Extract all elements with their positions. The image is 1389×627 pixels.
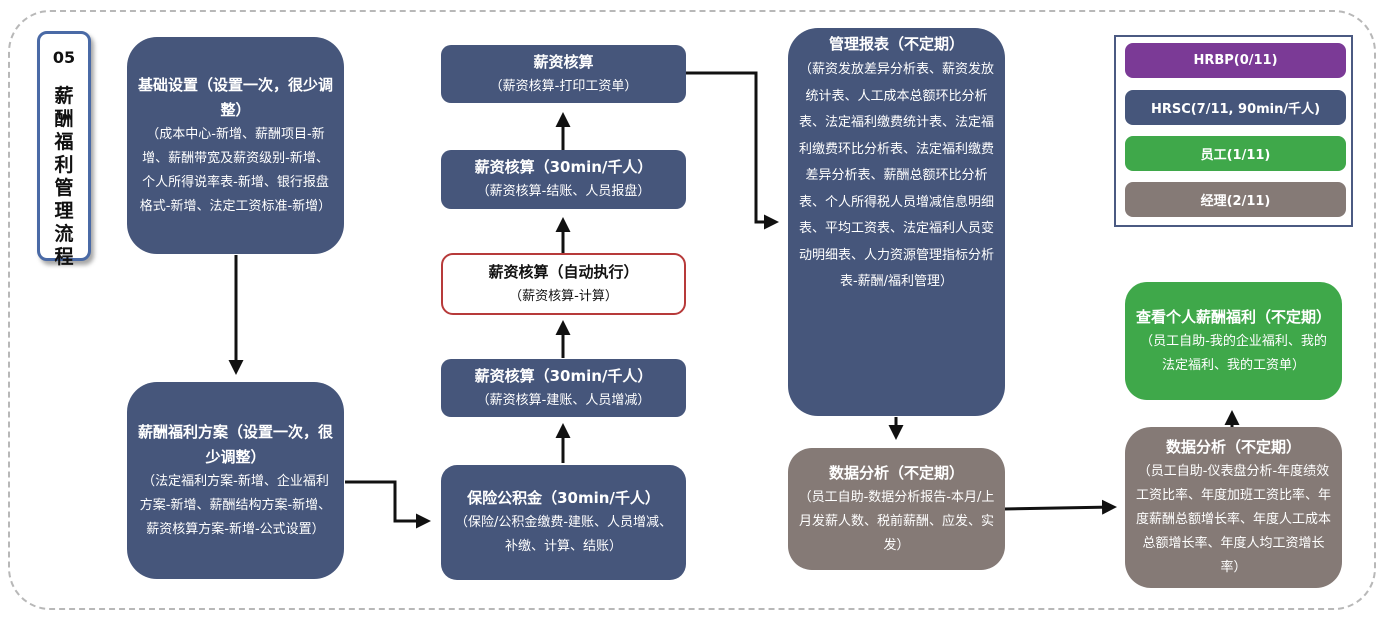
node-comp-plan-title: 薪酬福利方案（设置一次，很少调整） (137, 422, 333, 466)
node-view-personal-comp: 查看个人薪酬福利（不定期） （员工自助-我的企业福利、我的法定福利、我的工资单） (1125, 282, 1342, 400)
node-payroll-auto-desc: （薪资核算-计算） (509, 288, 618, 304)
node-insurance-title: 保险公积金（30min/千人） (467, 489, 660, 507)
node-basic-settings: 基础设置（设置一次，很少调整） （成本中心-新增、薪酬项目-新增、薪酬带宽及薪资… (127, 37, 344, 254)
node-data-analysis-employee-desc: （员工自助-仪表盘分析-年度绩效工资比率、年度加班工资比率、年度薪酬总额增长率、… (1135, 464, 1331, 575)
node-basic-settings-title: 基础设置（设置一次，很少调整） (137, 75, 333, 119)
node-mgmt-reports-title: 管理报表（不定期） (828, 35, 964, 53)
node-data-analysis-manager-title: 数据分析（不定期） (828, 463, 964, 482)
arrow-plan-to-insurance (345, 480, 431, 529)
node-mgmt-reports-desc: （薪资发放差异分析表、薪资发放统计表、人工成本总额环比分析表、法定福利缴费统计表… (798, 62, 994, 289)
node-comp-plan: 薪酬福利方案（设置一次，很少调整） （法定福利方案-新增、企业福利方案-新增、薪… (127, 382, 344, 579)
node-data-analysis-manager: 数据分析（不定期） （员工自助-数据分析报告-本月/上月发薪人数、税前薪酬、应发… (788, 448, 1005, 570)
section-title-box: 05 薪酬福利管理流程 (37, 31, 91, 268)
node-payroll-close-title: 薪资核算（30min/千人） (474, 158, 653, 176)
node-data-analysis-employee-title: 数据分析（不定期） (1165, 438, 1301, 456)
arrow-analysis-to-employee-analysis (1003, 499, 1117, 515)
section-number: 05 (52, 48, 76, 67)
node-payroll-print: 薪资核算 （薪资核算-打印工资单） (441, 45, 686, 103)
section-title: 薪酬福利管理流程 (54, 85, 74, 268)
legend-item-manager: 经理(2/11) (1125, 182, 1346, 217)
node-payroll-close: 薪资核算（30min/千人） （薪资核算-结账、人员报盘） (441, 150, 686, 209)
node-insurance-desc: （保险/公积金缴费-建账、人员增减、补缴、计算、结账） (454, 515, 673, 554)
node-payroll-setup: 薪资核算（30min/千人） （薪资核算-建账、人员增减） (441, 359, 686, 417)
node-view-personal-comp-desc: （员工自助-我的企业福利、我的法定福利、我的工资单） (1140, 333, 1327, 373)
node-payroll-auto-title: 薪资核算（自动执行） (488, 262, 639, 281)
node-basic-settings-desc: （成本中心-新增、薪酬项目-新增、薪酬带宽及薪资级别-新增、个人所得说率表-新增… (139, 126, 332, 214)
node-payroll-print-desc: （薪资核算-打印工资单） (489, 78, 638, 94)
node-mgmt-reports: 管理报表（不定期） （薪资发放差异分析表、薪资发放统计表、人工成本总额环比分析表… (788, 28, 1005, 416)
node-payroll-print-title: 薪资核算 (533, 52, 594, 71)
node-payroll-close-desc: （薪资核算-结账、人员报盘） (476, 184, 651, 199)
legend-item-hrbp: HRBP(0/11) (1125, 43, 1346, 78)
node-insurance: 保险公积金（30min/千人） （保险/公积金缴费-建账、人员增减、补缴、计算、… (441, 465, 686, 580)
diagram-frame (8, 10, 1376, 610)
node-view-personal-comp-title: 查看个人薪酬福利（不定期） (1135, 307, 1331, 326)
node-data-analysis-employee: 数据分析（不定期） （员工自助-仪表盘分析-年度绩效工资比率、年度加班工资比率、… (1125, 427, 1342, 588)
node-comp-plan-desc: （法定福利方案-新增、企业福利方案-新增、薪酬结构方案-新增、薪资核算方案-新增… (139, 473, 332, 537)
legend-item-employee: 员工(1/11) (1125, 136, 1346, 171)
node-data-analysis-manager-desc: （员工自助-数据分析报告-本月/上月发薪人数、税前薪酬、应发、实发） (798, 489, 995, 553)
node-payroll-setup-title: 薪资核算（30min/千人） (474, 366, 653, 385)
arrow-print-to-reports (686, 71, 779, 230)
legend-item-hrsc: HRSC(7/11, 90min/千人) (1125, 90, 1346, 125)
role-legend: HRBP(0/11) HRSC(7/11, 90min/千人) 员工(1/11)… (1114, 35, 1353, 227)
node-payroll-auto: 薪资核算（自动执行） （薪资核算-计算） (441, 253, 686, 315)
node-payroll-setup-desc: （薪资核算-建账、人员增减） (476, 392, 651, 408)
